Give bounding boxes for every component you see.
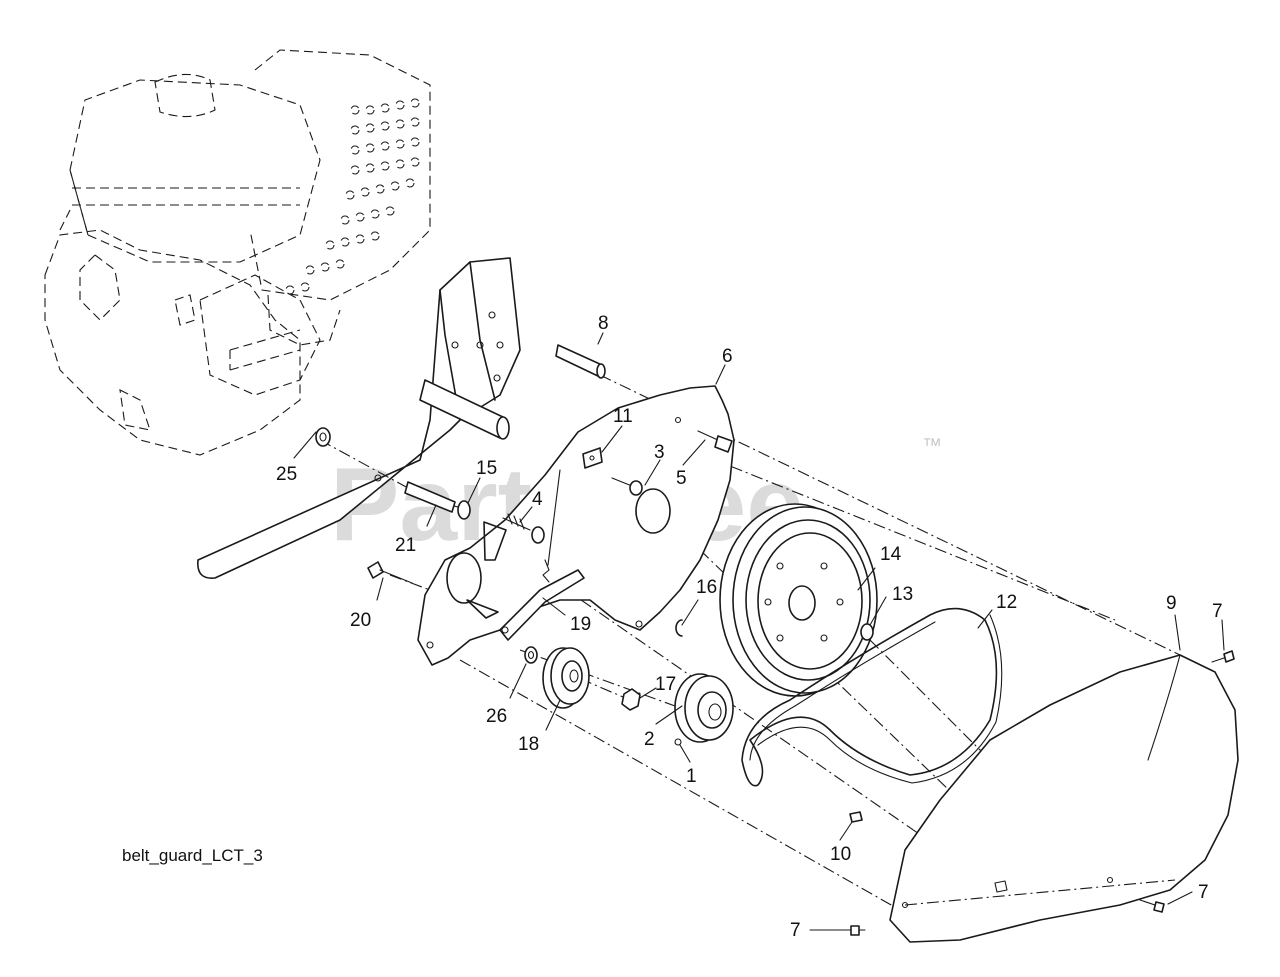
callout-4: 4 — [532, 489, 543, 510]
callout-26: 26 — [486, 706, 507, 727]
pin-part-8 — [555, 344, 606, 379]
screw-part-7-left — [847, 925, 866, 936]
callout-15: 15 — [476, 458, 497, 479]
callout-2: 2 — [644, 729, 655, 750]
callout-12: 12 — [996, 592, 1017, 613]
callout-6: 6 — [722, 346, 733, 367]
callout-11: 11 — [613, 406, 633, 427]
callout-19: 19 — [570, 614, 591, 635]
bolt-part-5 — [697, 430, 733, 453]
clip-part-10 — [849, 811, 863, 823]
belt-part-12 — [741, 607, 1003, 787]
idler-arm-part-19 — [499, 469, 585, 641]
callout-7-right: 7 — [1198, 882, 1209, 903]
nut-part-25 — [315, 427, 331, 447]
callout-21: 21 — [395, 535, 416, 556]
nut-part-17 — [621, 688, 641, 711]
bolt-part-21 — [404, 481, 456, 513]
drive-pulley-part-2 — [674, 673, 734, 743]
callout-14: 14 — [880, 544, 902, 565]
callout-5: 5 — [676, 468, 687, 489]
key-part-1 — [674, 738, 682, 746]
clip-part-16 — [675, 619, 683, 637]
callout-8: 8 — [598, 313, 609, 334]
engine-outline — [44, 49, 431, 456]
callout-18: 18 — [518, 734, 539, 755]
callout-9: 9 — [1166, 593, 1177, 614]
bolt-part-3 — [611, 477, 643, 496]
washer-part-26 — [524, 646, 538, 664]
bolt-part-4 — [502, 513, 545, 544]
callout-1: 1 — [686, 766, 697, 787]
diagram-caption: belt_guard_LCT_3 — [122, 846, 263, 865]
screw-part-7-top — [1211, 650, 1235, 663]
callout-25: 25 — [276, 464, 297, 485]
callout-13: 13 — [892, 584, 913, 605]
belt-guard-part-9 — [889, 654, 1239, 943]
leader-lines — [293, 332, 1225, 931]
large-pulley-part-14 — [719, 503, 878, 697]
callout-7-top: 7 — [1212, 601, 1223, 622]
callout-20: 20 — [350, 610, 371, 631]
callout-16: 16 — [696, 577, 717, 598]
engine-shaft — [419, 379, 510, 440]
callout-3: 3 — [654, 442, 665, 463]
bolt-part-20 — [367, 561, 413, 584]
callout-17: 17 — [655, 674, 676, 695]
mounting-bracket — [197, 257, 521, 579]
washer-part-15 — [457, 500, 471, 520]
engine-screen-pattern — [285, 98, 420, 295]
callout-10: 10 — [830, 844, 851, 865]
callout-7-left: 7 — [790, 920, 801, 941]
ring-part-13 — [860, 623, 874, 641]
watermark-trademark: ™ — [922, 435, 942, 457]
screw-part-7-right — [1139, 899, 1165, 913]
idler-pulley-part-18 — [542, 647, 590, 709]
clip-part-11 — [582, 447, 603, 469]
